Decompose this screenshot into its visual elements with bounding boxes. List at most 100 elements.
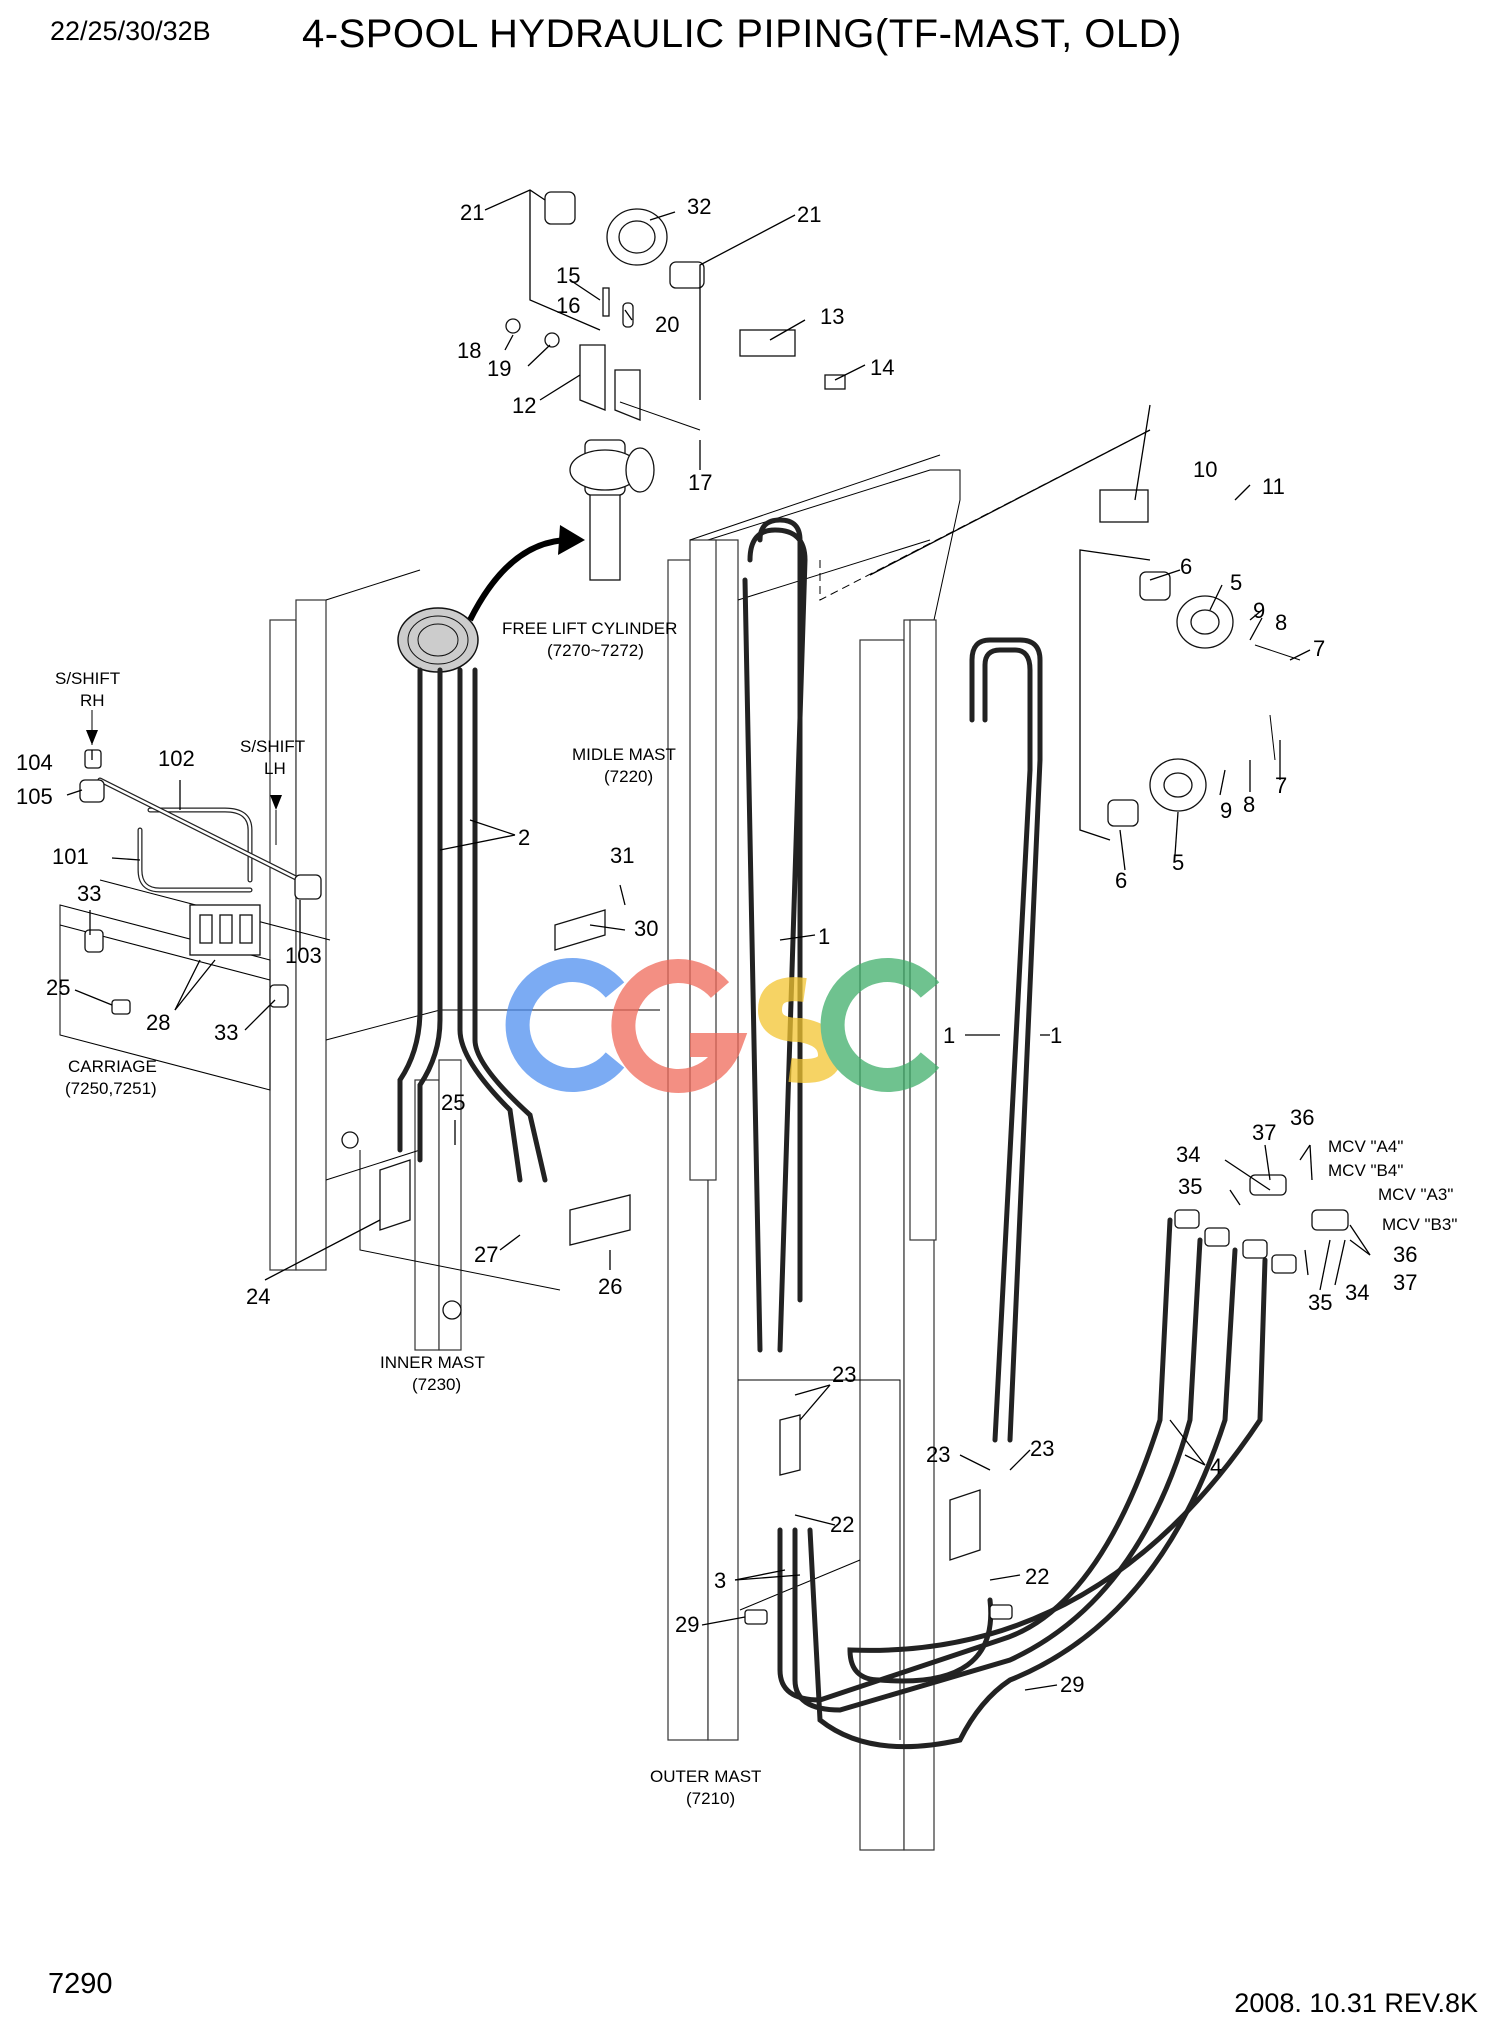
caption-sshift-lh: S/SHIFT [240,737,305,756]
part-label: 34 [1345,1280,1369,1305]
part-label: 16 [556,293,580,318]
caption-sshift-lh-side: LH [264,759,286,778]
part-label: 29 [1060,1672,1084,1697]
part-label: 104 [16,750,53,775]
caption-midle-mast: MIDLE MAST [572,745,676,764]
model-code: 22/25/30/32B [50,16,211,46]
caption-outer-mast: OUTER MAST [650,1767,761,1786]
revision-date: 2008. 10.31 REV.8K [1234,1988,1478,2018]
part-label: 27 [474,1242,498,1267]
caption-carriage: CARRIAGE [68,1057,157,1076]
part-label: 2 [518,825,530,850]
part-label: 31 [610,843,634,868]
part-label: 28 [146,1010,170,1035]
part-label: 19 [487,356,511,381]
caption-outer-mast-ref: (7210) [686,1789,735,1808]
part-label: 11 [1262,474,1285,499]
part-label: 23 [926,1442,950,1467]
hose-fittings [744,1174,1349,1625]
sheave-upper [505,191,846,431]
part-label: 36 [1393,1242,1417,1267]
part-label: 7 [1275,773,1287,798]
part-label: 25 [46,975,70,1000]
part-label: 1 [1050,1023,1062,1048]
caption-sshift-rh-side: RH [80,691,105,710]
part-label: 12 [512,393,536,418]
part-number-callouts: 21 32 21 15 16 20 13 18 19 14 12 17 10 1… [16,194,1417,1697]
part-label: 22 [830,1512,854,1537]
part-label: 20 [655,312,679,337]
part-label: 35 [1178,1174,1202,1199]
part-label: 4 [1210,1454,1222,1479]
side-shift-valve [79,710,322,1015]
hose-bundle-top [397,607,479,673]
part-label: 9 [1220,798,1232,823]
hose-2 [397,667,548,1183]
part-label: 35 [1308,1290,1332,1315]
sheave-right [1099,489,1301,827]
part-label: 29 [675,1612,699,1637]
caption-sshift-rh: S/SHIFT [55,669,120,688]
part-label: 7 [1313,636,1325,661]
caption-mcv-b4: MCV "B4" [1328,1161,1403,1180]
part-label: 5 [1172,850,1184,875]
part-label: 103 [285,943,322,968]
hose-3-4 [777,1217,1268,1750]
part-label: 1 [943,1023,955,1048]
part-label: 33 [77,881,101,906]
part-label: 21 [460,200,484,225]
brackets [379,909,981,1561]
part-label: 17 [688,470,712,495]
part-label: 15 [556,263,580,288]
part-label: 102 [158,746,195,771]
watermark-logo [505,958,940,1093]
caption-mcv-b3: MCV "B3" [1382,1215,1457,1234]
part-label: 23 [1030,1436,1054,1461]
part-label: 6 [1115,868,1127,893]
part-label: 21 [797,202,821,227]
part-label: 14 [870,355,894,380]
caption-inner-mast: INNER MAST [380,1353,485,1372]
part-label: 22 [1025,1564,1049,1589]
part-label: 25 [441,1090,465,1115]
part-label: 33 [214,1020,238,1045]
free-lift-cylinder [467,439,655,622]
part-label: 32 [687,194,711,219]
part-label: 34 [1176,1142,1200,1167]
part-label: 3 [714,1568,726,1593]
part-label: 24 [246,1284,270,1309]
captions: FREE LIFT CYLINDER (7270~7272) MIDLE MAS… [55,619,1457,1808]
leader-lines [66,189,1371,1691]
caption-mcv-a3: MCV "A3" [1378,1185,1453,1204]
part-label: 8 [1275,610,1287,635]
part-label: 6 [1180,554,1192,579]
part-label: 101 [52,844,89,869]
part-label: 105 [16,784,53,809]
hose-1-right [969,637,1043,1443]
part-label: 10 [1193,457,1217,482]
caption-carriage-ref: (7250,7251) [65,1079,157,1098]
page-number: 7290 [48,1968,113,2000]
part-label: 26 [598,1274,622,1299]
caption-free-lift-cylinder: FREE LIFT CYLINDER [502,619,677,638]
caption-mcv-a4: MCV "A4" [1328,1137,1403,1156]
caption-inner-mast-ref: (7230) [412,1375,461,1394]
caption-midle-mast-ref: (7220) [604,767,653,786]
inner-mast [269,569,660,1351]
part-label: 8 [1243,792,1255,817]
part-label: 18 [457,338,481,363]
caption-free-lift-cylinder-ref: (7270~7272) [547,641,644,660]
hose-1-left [742,517,808,1353]
part-label: 9 [1253,598,1265,623]
part-label: 1 [818,924,830,949]
page-title: 4-SPOOL HYDRAULIC PIPING(TF-MAST, OLD) [302,12,1182,56]
part-label: 30 [634,916,658,941]
part-label: 5 [1230,570,1242,595]
part-label: 36 [1290,1105,1314,1130]
part-label: 37 [1252,1120,1276,1145]
part-label: 13 [820,304,844,329]
part-label: 23 [832,1362,856,1387]
midle-mast [689,429,1151,1241]
part-label: 37 [1393,1270,1417,1295]
